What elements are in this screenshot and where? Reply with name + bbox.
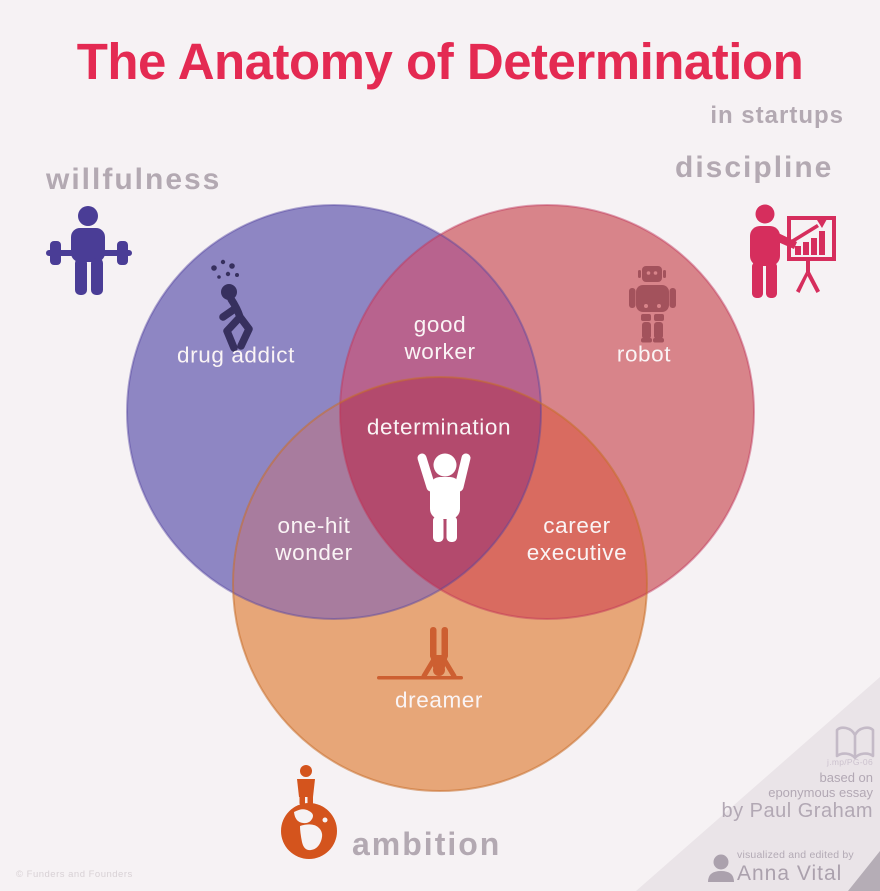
region-label-robot: robot <box>616 341 672 367</box>
region-label-determination: determination <box>366 414 512 440</box>
headstand-person-icon <box>377 627 463 680</box>
corner-decoration-dark <box>848 851 880 891</box>
copyright-notice: © Funders and Founders <box>16 869 133 880</box>
arms-raised-person-icon <box>417 453 471 542</box>
set-label-discipline: discipline <box>675 151 834 184</box>
set-label-willfulness: willfulness <box>46 163 222 196</box>
discipline-circle-rim <box>339 204 755 620</box>
center-overlap <box>340 377 541 619</box>
region-label-dreamer: dreamer <box>395 687 483 713</box>
presenter-icon <box>750 204 836 298</box>
credit-shortlink: j.mp/PG-06 <box>827 757 873 767</box>
ambition-circle-rim <box>232 376 648 792</box>
robot-icon <box>629 266 676 343</box>
byline: visualized and edited by Anna Vital <box>737 849 854 886</box>
person-on-globe-icon <box>281 765 337 859</box>
staggering-person-icon <box>211 259 253 352</box>
credit-based-on: based on eponymous essay <box>768 770 873 800</box>
region-label-good-worker: good worker <box>404 312 476 364</box>
page-subtitle: in startups <box>710 102 844 129</box>
region-label-career-executive: career executive <box>526 513 628 565</box>
byline-label: visualized and edited by <box>737 849 854 861</box>
region-label-drug-addict: drug addict <box>177 342 295 368</box>
person-bust-icon <box>708 854 734 882</box>
credit-author: by Paul Graham <box>721 800 873 822</box>
weightlifter-icon <box>46 206 132 295</box>
region-label-one-hit-wonder: one-hit wonder <box>275 513 353 565</box>
corner-decoration <box>636 677 880 891</box>
willfulness-circle-rim <box>126 204 542 620</box>
byline-name: Anna Vital <box>737 862 843 885</box>
page-title: The Anatomy of Determination <box>76 33 804 90</box>
set-label-ambition: ambition <box>352 826 502 862</box>
book-icon <box>835 726 875 760</box>
